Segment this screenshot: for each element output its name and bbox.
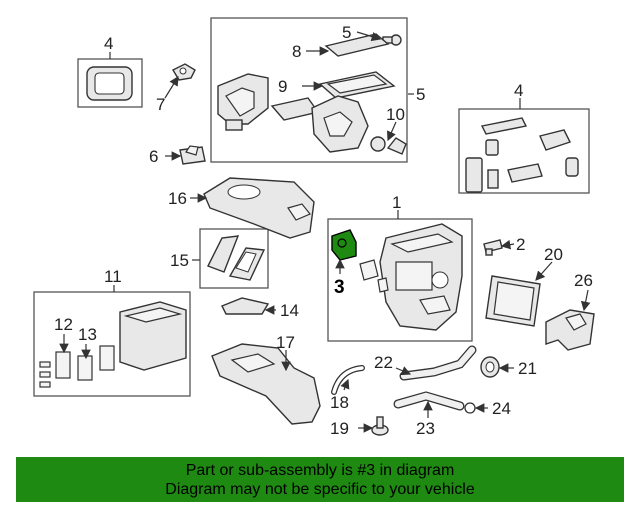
part-12-module (39, 301, 187, 388)
callout-8: 7 (156, 95, 165, 114)
callout-12: 11 (104, 267, 122, 286)
part-4-vents (465, 117, 579, 193)
part-8 (172, 63, 196, 81)
callout-25: 24 (492, 399, 511, 418)
group-box-5 (210, 17, 408, 163)
part-1-hvac-assembly (359, 223, 463, 331)
part-24-tube (393, 391, 465, 411)
group-box-16 (199, 228, 269, 289)
callout-13: 12 (54, 315, 73, 334)
part-3-highlighted (331, 229, 357, 261)
callout-21: 20 (544, 245, 563, 264)
part-23-tube (399, 345, 477, 381)
callout-6: 5 (342, 23, 351, 42)
callout-2: 2 (516, 235, 525, 254)
part-7 (179, 145, 206, 165)
group-box-4-right (458, 108, 590, 194)
info-banner: Part or sub-assembly is #3 in diagram Di… (16, 457, 624, 502)
part-11 (370, 136, 407, 155)
banner-line-2: Diagram may not be specific to your vehi… (165, 481, 475, 498)
callout-11: 10 (386, 105, 405, 124)
callout-24: 23 (416, 419, 435, 438)
callout-10: 9 (278, 77, 287, 96)
callout-9: 8 (292, 42, 301, 61)
part-18-console (211, 343, 321, 425)
callout-23: 22 (374, 353, 393, 372)
part-10-filter (318, 71, 396, 99)
part-2 (483, 239, 503, 256)
callout-18: 17 (276, 333, 295, 352)
part-5-housing (217, 73, 369, 153)
callout-7: 6 (149, 147, 158, 166)
part-6-screw (382, 34, 402, 46)
part-20 (371, 416, 389, 436)
group-box-12 (33, 291, 191, 397)
part-22 (480, 356, 500, 378)
part-17 (203, 177, 315, 239)
part-4-bezel (86, 66, 133, 101)
banner-line-1: Part or sub-assembly is #3 in diagram (185, 462, 455, 479)
callout-5: 5 (416, 85, 425, 104)
callout-17: 16 (168, 189, 187, 208)
callout-3-highlighted: 3 (334, 277, 345, 298)
callout-15: 14 (280, 301, 299, 320)
callout-14: 13 (78, 325, 97, 344)
callout-1: 1 (392, 193, 401, 212)
leader-lines (59, 31, 591, 433)
part-9-filter (324, 33, 390, 57)
group-box-1 (327, 218, 473, 342)
part-26 (545, 309, 595, 351)
callout-16: 15 (170, 251, 189, 270)
callout-22: 21 (518, 359, 537, 378)
callout-4-right: 4 (514, 81, 523, 100)
part-15 (221, 297, 270, 315)
callout-4-left: 4 (104, 34, 113, 53)
callout-20: 19 (330, 419, 349, 438)
part-21-core (485, 275, 541, 327)
part-16 (207, 235, 266, 281)
part-25 (464, 402, 476, 414)
callout-26: 26 (574, 271, 593, 290)
callout-19: 18 (330, 393, 349, 412)
